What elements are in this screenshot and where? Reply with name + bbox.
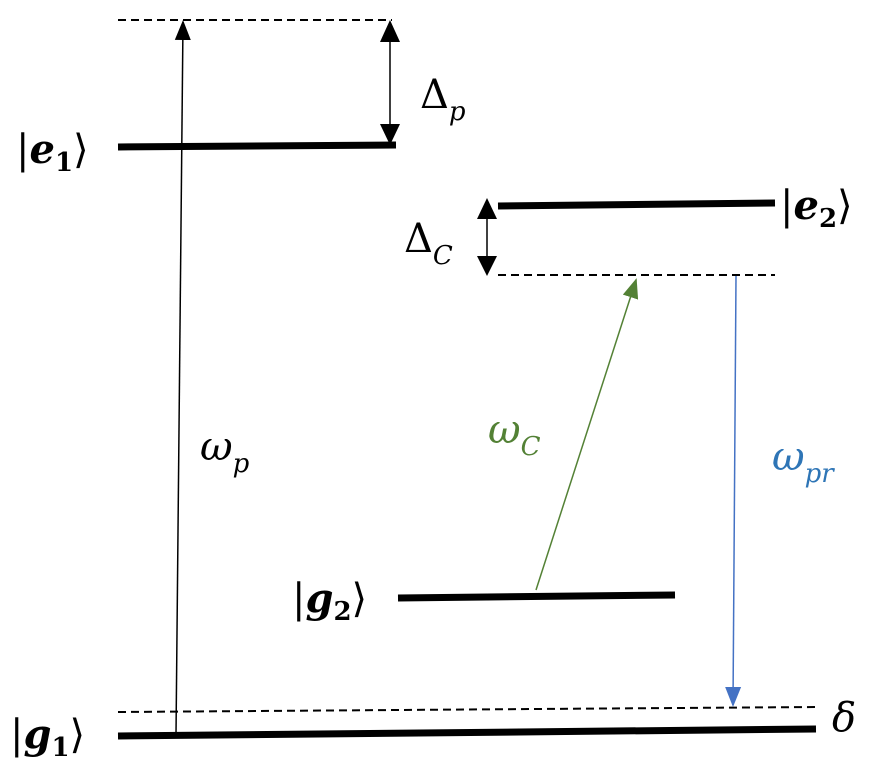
virtual-level-two-photon	[117, 706, 817, 713]
level-e1-line	[117, 141, 397, 151]
delta-c-arrowhead-top	[477, 198, 497, 219]
delta-p-arrowhead-top	[380, 20, 400, 42]
delta-c-arrowhead-bottom	[477, 256, 497, 276]
level-g2-line	[397, 591, 676, 602]
omega-p-label: ωp	[200, 424, 250, 479]
omega-pr-label: ωpr	[772, 434, 835, 489]
ket-e1-label: |e1⟩	[16, 126, 89, 178]
coupling-arrow	[535, 278, 639, 591]
delta-p-arrowhead-bottom	[380, 124, 400, 145]
ket-e2-label: |e2⟩	[780, 182, 853, 234]
delta-label: δ	[832, 695, 856, 741]
delta-c-label: ΔC	[404, 216, 453, 271]
level-g1-line	[117, 725, 817, 740]
probe-arrow	[174, 20, 191, 736]
response-arrow	[725, 275, 742, 707]
ket-g1-label: |g1⟩	[10, 711, 85, 763]
delta-p-label: Δp	[420, 72, 466, 127]
ket-g2-label: |g2⟩	[292, 575, 367, 627]
level-e2-line	[497, 199, 776, 210]
omega-c-label: ωC	[488, 407, 541, 462]
